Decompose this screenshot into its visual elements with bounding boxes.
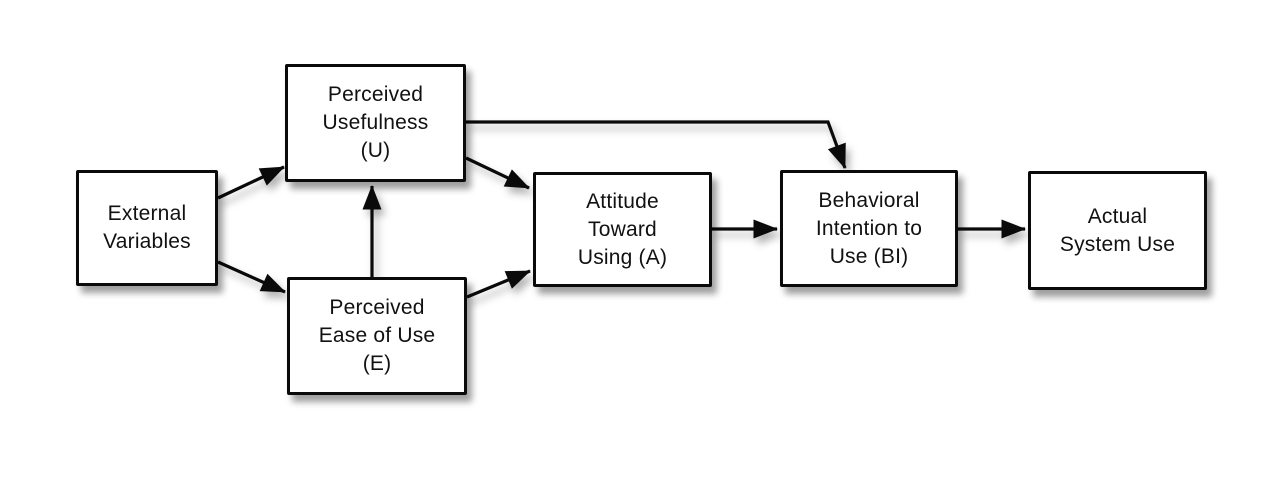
arrow-external-to-ease bbox=[217, 260, 286, 294]
node-attitude-toward-using: Attitude Toward Using (A) bbox=[533, 172, 712, 287]
arrow-usefulness-to-intention bbox=[466, 120, 847, 169]
arrow-usefulness-to-attitude bbox=[465, 156, 530, 190]
node-external-variables: External Variables bbox=[76, 170, 218, 286]
node-label: Behavioral Intention to Use (BI) bbox=[815, 188, 923, 268]
node-perceived-usefulness: Perceived Usefulness (U) bbox=[285, 64, 466, 182]
node-actual-system-use: Actual System Use bbox=[1028, 171, 1207, 290]
node-label: External Variables bbox=[103, 202, 191, 253]
node-label: Attitude Toward Using (A) bbox=[577, 189, 668, 269]
node-label: Perceived Usefulness (U) bbox=[322, 83, 429, 162]
node-label: Actual System Use bbox=[1059, 204, 1176, 256]
node-label: Perceived Ease of Use (E) bbox=[318, 296, 436, 375]
arrow-ease-to-attitude bbox=[466, 269, 531, 299]
arrow-external-to-usefulness bbox=[217, 165, 285, 200]
node-perceived-ease-of-use: Perceived Ease of Use (E) bbox=[287, 277, 467, 395]
node-behavioral-intention-to-use: Behavioral Intention to Use (BI) bbox=[780, 170, 958, 287]
